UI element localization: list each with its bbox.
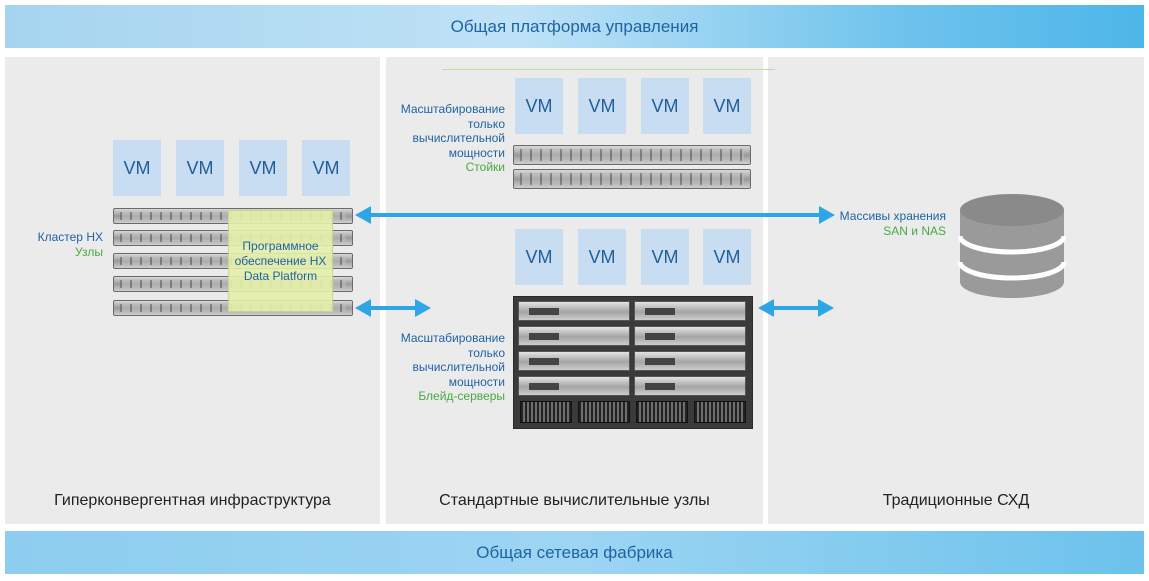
rack-vm: VM (578, 78, 626, 134)
hx-to-storage-arrow (355, 206, 835, 224)
power-supply (636, 401, 688, 423)
hyperconverged-panel-title: Гиперконвергентная инфраструктура (54, 492, 331, 509)
storage-panel: Традиционные СХД (768, 57, 1144, 524)
blade-server (634, 351, 746, 371)
blade-server (634, 376, 746, 396)
database-icon (958, 194, 1066, 298)
hx-vm: VM (176, 140, 224, 196)
blade-scale-text: Масштабирование только вычислительной мо… (400, 331, 505, 389)
hx-data-platform-overlay: Программное обеспечение HX Data Platform (228, 210, 333, 312)
rack-type-text: Стойки (465, 160, 505, 174)
blade-vm: VM (641, 229, 689, 285)
storage-arrays-label: Массивы хранения SAN и NAS (780, 209, 946, 238)
power-supply (694, 401, 746, 423)
power-supply (520, 401, 572, 423)
rack-scale-label: Масштабирование только вычислительной мо… (392, 102, 505, 175)
blade-vm: VM (515, 229, 563, 285)
hx-to-blade-arrow (355, 299, 431, 317)
blade-server (518, 326, 630, 346)
compute-panel-title: Стандартные вычислительные узлы (439, 492, 710, 509)
hx-vm: VM (113, 140, 161, 196)
compute-panel: Стандартные вычислительные узлы (386, 57, 763, 524)
hx-vm: VM (239, 140, 287, 196)
blade-chassis (513, 296, 753, 429)
blade-server (518, 301, 630, 321)
network-fabric-banner: Общая сетевая фабрика (5, 531, 1144, 574)
rack-scale-text: Масштабирование только вычислительной мо… (400, 102, 505, 160)
blade-server (634, 326, 746, 346)
power-supply (578, 401, 630, 423)
blade-scale-label: Масштабирование только вычислительной мо… (392, 331, 505, 404)
rack-server (513, 145, 751, 165)
hx-software-label: Программное обеспечение HX Data Platform (234, 238, 327, 283)
hx-nodes-text: Узлы (75, 244, 103, 259)
blade-vm: VM (578, 229, 626, 285)
hx-cluster-text: Кластер HX (37, 230, 103, 244)
blade-vm: VM (703, 229, 751, 285)
rack-vm: VM (703, 78, 751, 134)
blade-server (518, 351, 630, 371)
rack-vm: VM (641, 78, 689, 134)
hx-vm: VM (302, 140, 350, 196)
management-platform-banner: Общая платформа управления (5, 5, 1144, 48)
blade-server (634, 301, 746, 321)
storage-panel-title: Традиционные СХД (882, 492, 1030, 509)
rack-vm: VM (515, 78, 563, 134)
accent-line (442, 69, 775, 70)
storage-arrays-text: Массивы хранения (839, 209, 946, 223)
blade-to-storage-arrow (758, 299, 834, 317)
blade-type-text: Блейд-серверы (418, 389, 505, 403)
blade-server (518, 376, 630, 396)
storage-type-text: SAN и NAS (883, 223, 946, 238)
rack-server (513, 169, 751, 189)
hx-cluster-label: Кластер HX Узлы (20, 230, 103, 259)
